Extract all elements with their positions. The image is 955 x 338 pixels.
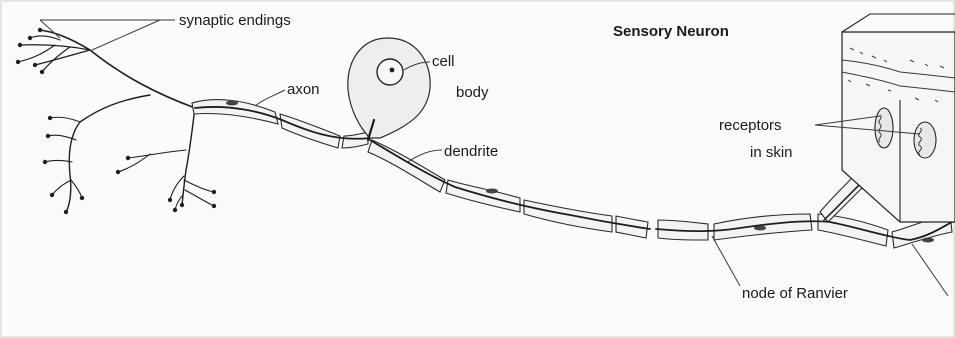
label-axon: axon xyxy=(287,81,320,98)
skin-receptor-1 xyxy=(875,108,893,148)
label-dendrite: dendrite xyxy=(444,143,498,160)
synaptic-endings xyxy=(16,28,216,214)
cell-body xyxy=(348,38,430,140)
diagram-title: Sensory Neuron xyxy=(613,23,729,40)
label-receptors-line1: receptors xyxy=(719,117,782,134)
label-receptors-line2: in skin xyxy=(750,144,793,161)
nucleus xyxy=(377,59,403,85)
label-cell-body-line2: body xyxy=(456,84,489,101)
schwann-nucleus xyxy=(226,101,238,106)
label-node-of-ranvier: node of Ranvier xyxy=(742,285,848,302)
axon xyxy=(192,100,370,148)
label-synaptic-endings: synaptic endings xyxy=(179,12,291,29)
skin-receptor-2 xyxy=(914,122,936,158)
label-cell-body-line1: cell xyxy=(432,53,455,70)
